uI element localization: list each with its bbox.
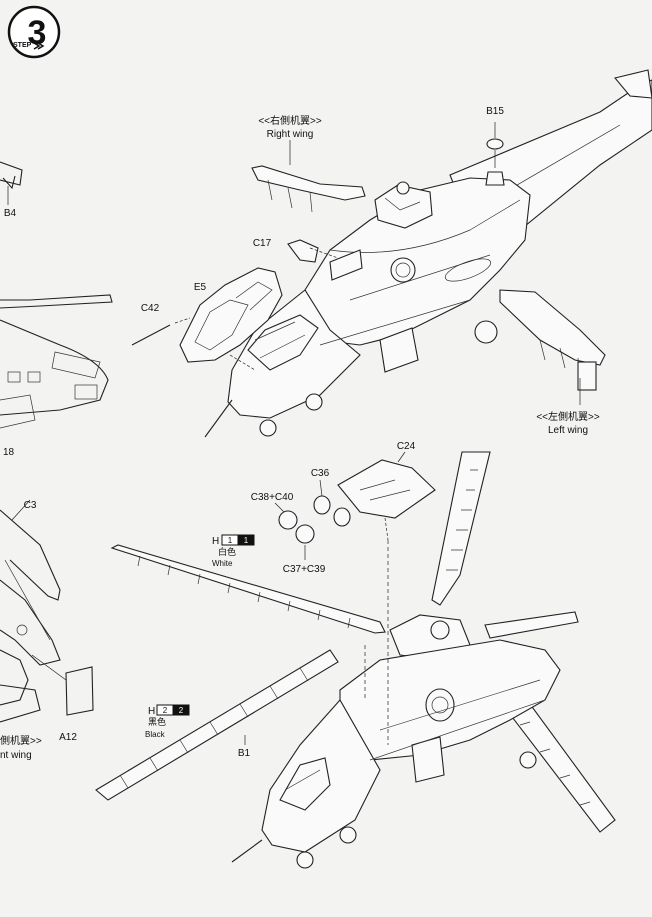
paint-code-number: 1	[228, 536, 233, 545]
edge-wing-cn-label: 側机翼>>	[0, 734, 42, 747]
left-edge-fragments	[0, 161, 113, 723]
paint-code-black: H 2 2 黑色 Black	[145, 704, 190, 739]
part-c24-label: C24	[397, 441, 416, 452]
part-e5-label: E5	[194, 282, 207, 293]
paint-code-number-swatch: 1	[244, 536, 249, 545]
right-wing-en-label: Right wing	[267, 129, 314, 140]
part-b1-label: B1	[238, 748, 251, 759]
part-c42-label: C42	[141, 303, 160, 314]
paint-cn-name: 白色	[218, 546, 236, 558]
part-a12-label: A12	[59, 732, 77, 743]
part-c38-c40-label: C38+C40	[251, 492, 294, 503]
paint-code-number: 2	[163, 706, 168, 715]
paint-cn-name: 黑色	[148, 716, 166, 728]
part-c3-label: C3	[24, 500, 37, 511]
edge-wing-en-label: nt wing	[0, 750, 32, 761]
step-number: 3	[28, 14, 47, 52]
right-wing-cn-label: <<右側机翼>>	[258, 114, 322, 127]
upper-helicopter-assembly	[131, 69, 652, 438]
part-c17-label: C17	[253, 238, 272, 249]
paint-code-number-swatch: 2	[179, 706, 184, 715]
paint-code-white: H 1 1 白色 White	[212, 534, 255, 568]
paint-code-letter: H	[148, 706, 155, 717]
step-label: STEP	[13, 42, 32, 49]
edge-18-label: 18	[3, 447, 15, 458]
part-c37-c39-label: C37+C39	[283, 564, 326, 575]
part-b15-label: B15	[486, 106, 504, 117]
paint-code-letter: H	[212, 536, 219, 547]
part-c36-label: C36	[311, 468, 330, 479]
paint-en-name: White	[212, 559, 233, 568]
labels: <<右側机翼>> Right wing <<左側机翼>> Left wing 側…	[0, 106, 600, 761]
step-badge: 3 STEP	[7, 5, 61, 59]
paint-en-name: Black	[145, 730, 166, 739]
lower-helicopter-assembly	[95, 451, 616, 869]
left-wing-cn-label: <<左側机翼>>	[536, 410, 600, 423]
left-wing-en-label: Left wing	[548, 425, 588, 436]
part-b4-label: B4	[4, 208, 17, 219]
